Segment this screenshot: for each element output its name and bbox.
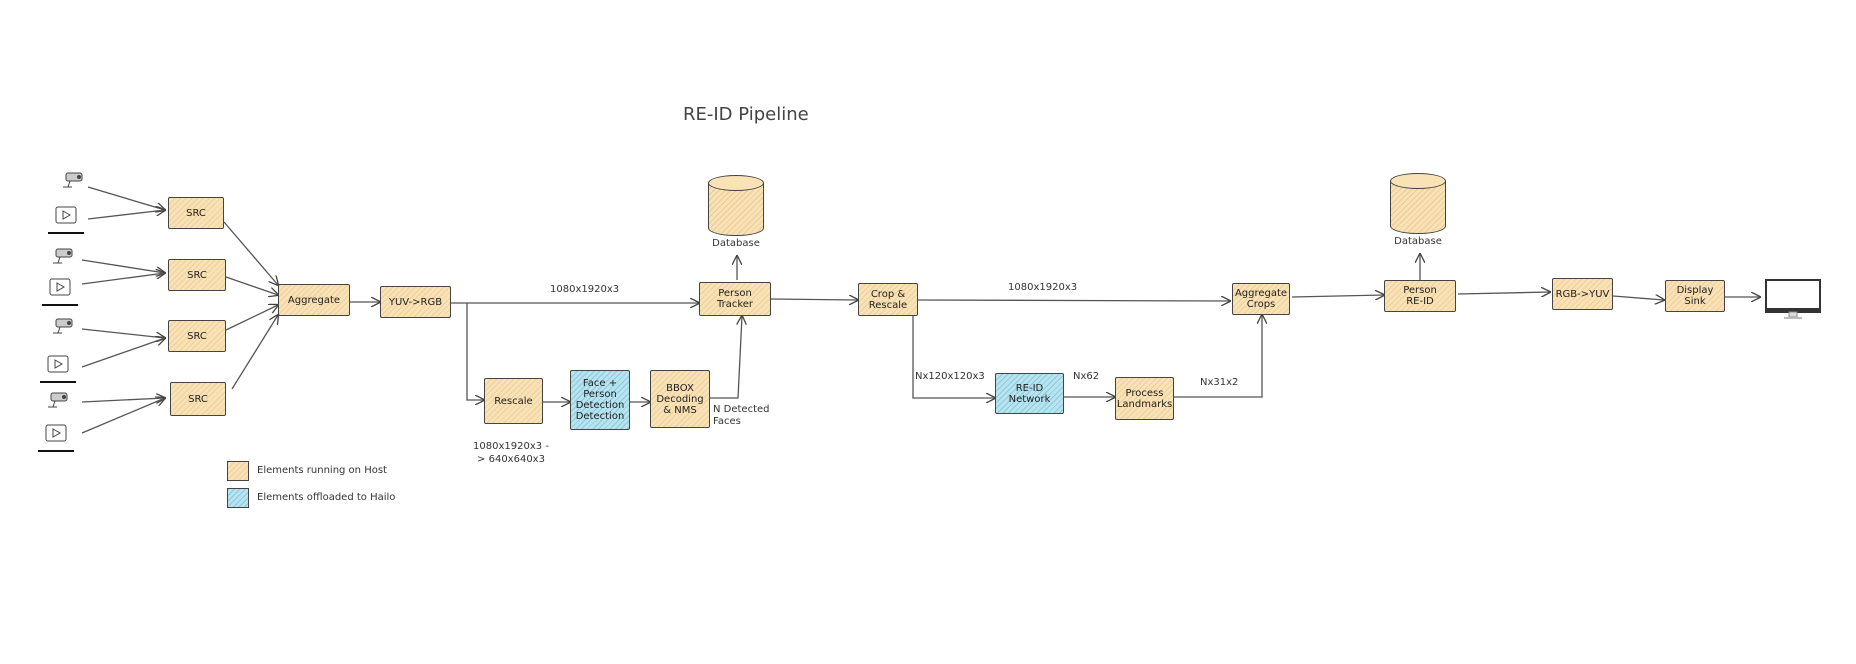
legend-host-label: Elements running on Host [257,465,387,476]
edge-src3-aggregate [225,305,278,331]
database-top [1390,173,1446,189]
edge-label-top1: 1080x1920x3 [550,284,620,295]
monitor-icon [1764,278,1824,328]
crop-rescale-node: Crop & Rescale [858,283,918,316]
database-top [708,175,764,191]
video-player-icon [38,423,74,457]
edge-cam3-src3 [81,328,165,338]
edge-yuvrgb-rescale [466,303,484,400]
edge-vid1-src1 [87,210,165,220]
src-node-1: SRC [168,197,224,229]
aggregate-crops-node: Aggregate Crops [1232,283,1290,315]
src-node-3: SRC [168,320,226,352]
legend-hailo-label: Elements offloaded to Hailo [257,492,396,503]
edge-crop-reid [912,316,995,398]
aggregate-node: Aggregate [278,284,350,316]
database-body [708,183,764,236]
diagram-title: RE-ID Pipeline [683,104,809,125]
edge-vid4-src4 [81,398,165,434]
edge-label-nx31x2: Nx31x2 [1200,377,1239,388]
video-player-icon [40,354,76,388]
src-node-2: SRC [168,259,226,291]
database-label-1: Database [712,238,760,249]
yuv-to-rgb-node: YUV->RGB [380,286,451,318]
camera-icon [50,246,76,268]
edge-bbox-tracker [710,316,742,399]
video-player-icon-svg [38,424,74,452]
edge-label-rescale-dims: 1080x1920x3 -> 640x640x3 [473,441,549,465]
face-person-detection-node: Face + Person Detection Detection [570,370,630,430]
database-label-2: Database [1394,236,1442,247]
edge-label-nx62: Nx62 [1073,371,1100,382]
edge-cam4-src4 [81,398,165,402]
edge-src4-aggregate [231,315,278,390]
video-player-icon-svg [48,206,84,234]
person-tracker-node: Person Tracker [699,282,771,316]
reid-network-node: RE-ID Network [995,373,1064,414]
edge-cam1-src1 [87,186,165,210]
display-sink-node: Display Sink [1665,280,1725,312]
edge-label-crop-dims: Nx120x120x3 [915,371,985,382]
rescale-node: Rescale [484,378,543,424]
edge-crop-aggcrops [917,300,1230,301]
edge-landmarks-aggcrops [1174,315,1262,398]
video-player-icon-svg [40,355,76,383]
video-player-icon-svg [42,278,78,306]
database-icon-2 [1390,173,1446,235]
rgb-to-yuv-node: RGB->YUV [1552,278,1613,310]
edge-src1-aggregate [223,221,278,285]
process-landmarks-node: Process Landmarks [1115,377,1174,420]
camera-icon [50,316,76,338]
video-player-icon [48,205,84,239]
camera-icon [45,390,71,412]
database-icon-1 [708,175,764,237]
edge-rgbyuv-sink [1612,296,1664,300]
edge-vid2-src2 [81,273,165,285]
src-node-4: SRC [170,382,226,416]
edge-src2-aggregate [225,276,278,295]
edge-cam2-src2 [81,259,165,273]
legend-host-swatch [227,461,249,481]
edge-aggcrops-reid [1291,295,1384,297]
video-player-icon [42,277,78,311]
edge-vid3-src3 [81,338,165,368]
camera-icon-svg [53,318,73,334]
camera-icon-svg [53,248,73,264]
monitor-icon-svg [1765,279,1821,319]
edge-tracker-crop [770,299,858,300]
camera-icon-svg [48,392,68,408]
database-body [1390,181,1446,234]
person-reid-node: Person RE-ID [1384,280,1456,312]
bbox-decoding-node: BBOX Decoding & NMS [650,370,710,428]
camera-icon-svg [63,172,83,188]
edge-reid-rgbyuv [1457,292,1550,294]
legend-hailo-swatch [227,488,249,508]
camera-icon [60,170,86,192]
edge-label-top2: 1080x1920x3 [1008,282,1078,293]
edge-label-detected-faces: N Detected Faces [713,404,770,427]
